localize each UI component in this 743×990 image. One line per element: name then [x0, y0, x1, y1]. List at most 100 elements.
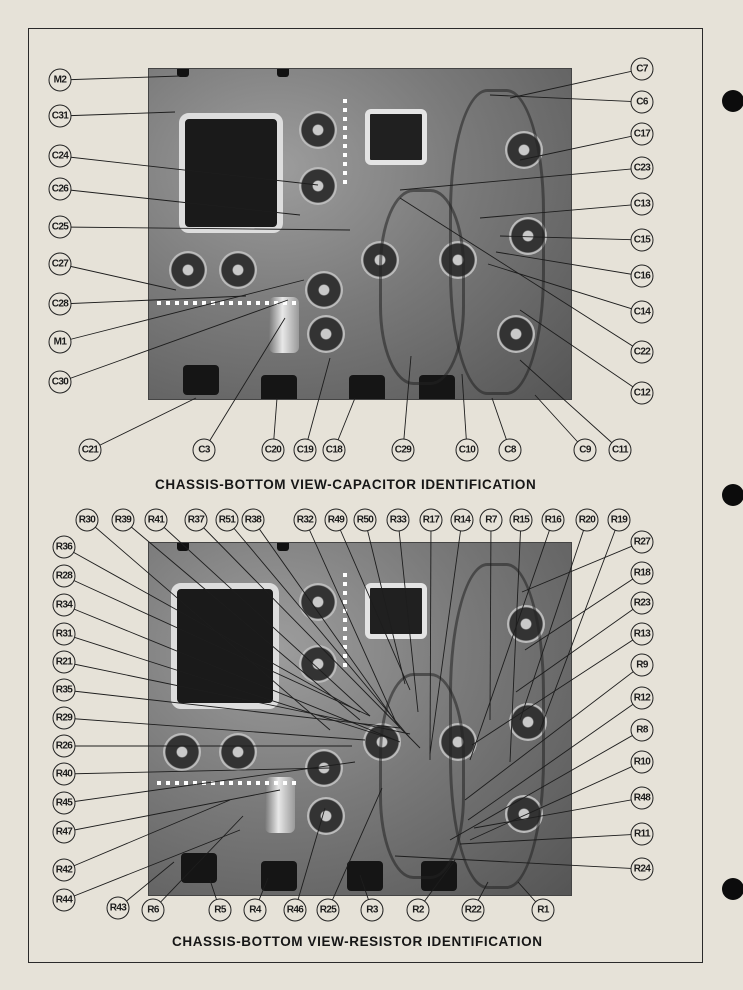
- callout-c28: C28: [48, 292, 72, 316]
- leader-r45: [63, 761, 356, 804]
- callout-r28: R28: [52, 564, 76, 588]
- leader-r20: [519, 519, 588, 721]
- callout-c9: C9: [573, 438, 597, 462]
- leader-r17: [429, 519, 432, 761]
- leader-r16: [469, 519, 554, 761]
- leader-r38: [252, 519, 401, 729]
- callout-c25: C25: [48, 215, 72, 239]
- leader-r44: [63, 829, 241, 901]
- callout-r22: R22: [461, 898, 485, 922]
- callout-c8: C8: [498, 438, 522, 462]
- callout-c12: C12: [630, 381, 654, 405]
- tube-socket: [219, 251, 257, 289]
- control-potentiometer: [347, 861, 383, 891]
- callout-r2: R2: [406, 898, 430, 922]
- callout-r5: R5: [208, 898, 232, 922]
- callout-r40: R40: [52, 762, 76, 786]
- callout-r12: R12: [630, 686, 654, 710]
- leader-r42: [63, 799, 231, 871]
- callout-c14: C14: [630, 300, 654, 324]
- hardware-knob: [277, 543, 289, 551]
- leader-c25: [59, 226, 351, 231]
- tube-socket: [163, 733, 201, 771]
- callout-r3: R3: [360, 898, 384, 922]
- leader-r10: [469, 761, 643, 841]
- callout-c15: C15: [630, 228, 654, 252]
- leader-r49: [335, 519, 411, 691]
- leader-r40: [63, 767, 331, 775]
- callout-c22: C22: [630, 340, 654, 364]
- control-potentiometer: [181, 853, 217, 883]
- callout-c19: C19: [293, 438, 317, 462]
- callout-c20: C20: [261, 438, 285, 462]
- leader-r31: [63, 633, 396, 741]
- leader-m1: [59, 279, 305, 343]
- callout-r23: R23: [630, 591, 654, 615]
- callout-r17: R17: [419, 508, 443, 532]
- leader-c6: [489, 94, 643, 103]
- filter-capacitor-can: [265, 777, 295, 833]
- leader-c30: [59, 299, 289, 383]
- callout-r44: R44: [52, 888, 76, 912]
- leader-c12: [519, 309, 643, 394]
- callout-c3: C3: [192, 438, 216, 462]
- leader-c13: [479, 203, 643, 219]
- callout-r43: R43: [106, 896, 130, 920]
- callout-c17: C17: [630, 122, 654, 146]
- tube-socket: [299, 645, 337, 683]
- leader-r15: [509, 519, 522, 763]
- leader-c17: [519, 133, 643, 161]
- leader-c19: [304, 357, 331, 451]
- callout-r51: R51: [215, 508, 239, 532]
- leader-c16: [495, 251, 643, 277]
- tube-socket: [307, 315, 345, 353]
- callout-c29: C29: [391, 438, 415, 462]
- leader-r35: [63, 689, 401, 729]
- leader-r13: [471, 633, 643, 746]
- output-transformer: [365, 109, 427, 165]
- leader-r48: [473, 797, 643, 829]
- control-potentiometer: [261, 375, 297, 399]
- callout-c30: C30: [48, 370, 72, 394]
- callout-c21: C21: [78, 438, 102, 462]
- callout-r21: R21: [52, 650, 76, 674]
- leader-c29: [402, 355, 412, 451]
- leader-r18: [524, 572, 643, 651]
- callout-c26: C26: [48, 177, 72, 201]
- callout-r11: R11: [630, 822, 654, 846]
- leader-r8: [449, 729, 643, 841]
- control-potentiometer: [261, 861, 297, 891]
- leader-m2: [59, 75, 181, 81]
- leader-c21: [89, 397, 197, 451]
- leader-r36: [63, 546, 361, 713]
- callout-r7: R7: [479, 508, 503, 532]
- terminal-strip: [157, 301, 297, 305]
- callout-r36: R36: [52, 535, 76, 559]
- callout-r47: R47: [52, 820, 76, 844]
- callout-r8: R8: [630, 718, 654, 742]
- leader-c10: [461, 373, 468, 451]
- callout-r6: R6: [141, 898, 165, 922]
- leader-r9: [464, 664, 643, 801]
- callout-c24: C24: [48, 144, 72, 168]
- wiring-harness: [379, 189, 465, 385]
- leader-r24: [394, 855, 643, 870]
- leader-r28: [63, 575, 371, 717]
- callout-r24: R24: [630, 857, 654, 881]
- control-potentiometer: [349, 375, 385, 399]
- callout-r37: R37: [184, 508, 208, 532]
- callout-r13: R13: [630, 622, 654, 646]
- leader-r29: [63, 717, 366, 741]
- callout-r19: R19: [607, 508, 631, 532]
- terminal-strip: [343, 99, 347, 189]
- callout-r34: R34: [52, 593, 76, 617]
- callout-c31: C31: [48, 104, 72, 128]
- callout-r41: R41: [144, 508, 168, 532]
- terminal-strip: [157, 781, 297, 785]
- callout-r26: R26: [52, 734, 76, 758]
- callout-r45: R45: [52, 791, 76, 815]
- callout-r42: R42: [52, 858, 76, 882]
- callout-c6: C6: [630, 90, 654, 114]
- callout-r16: R16: [541, 508, 565, 532]
- leader-c15: [499, 235, 643, 241]
